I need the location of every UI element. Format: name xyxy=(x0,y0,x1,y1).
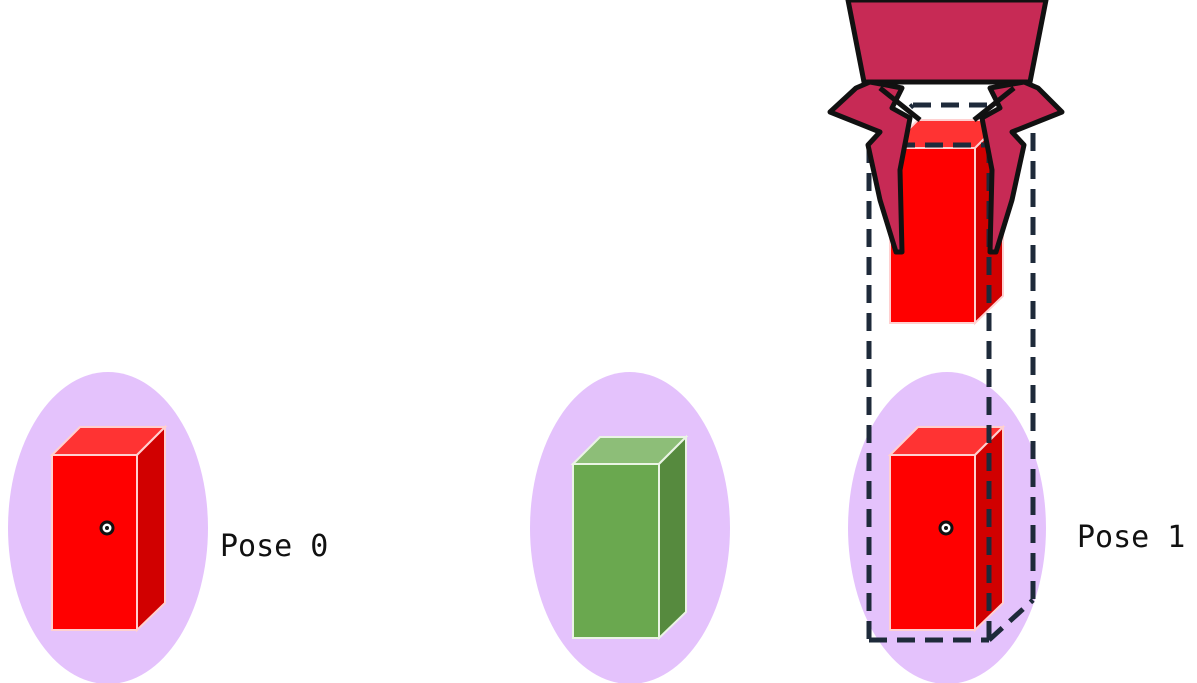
red-block-pose0 xyxy=(49,424,168,633)
robot-gripper-icon xyxy=(827,0,1065,255)
pose-1-label: Pose 1 xyxy=(1077,520,1186,555)
pose-0-label: Pose 0 xyxy=(220,529,329,564)
green-block xyxy=(570,434,689,641)
red-block-pose1 xyxy=(887,424,1006,633)
